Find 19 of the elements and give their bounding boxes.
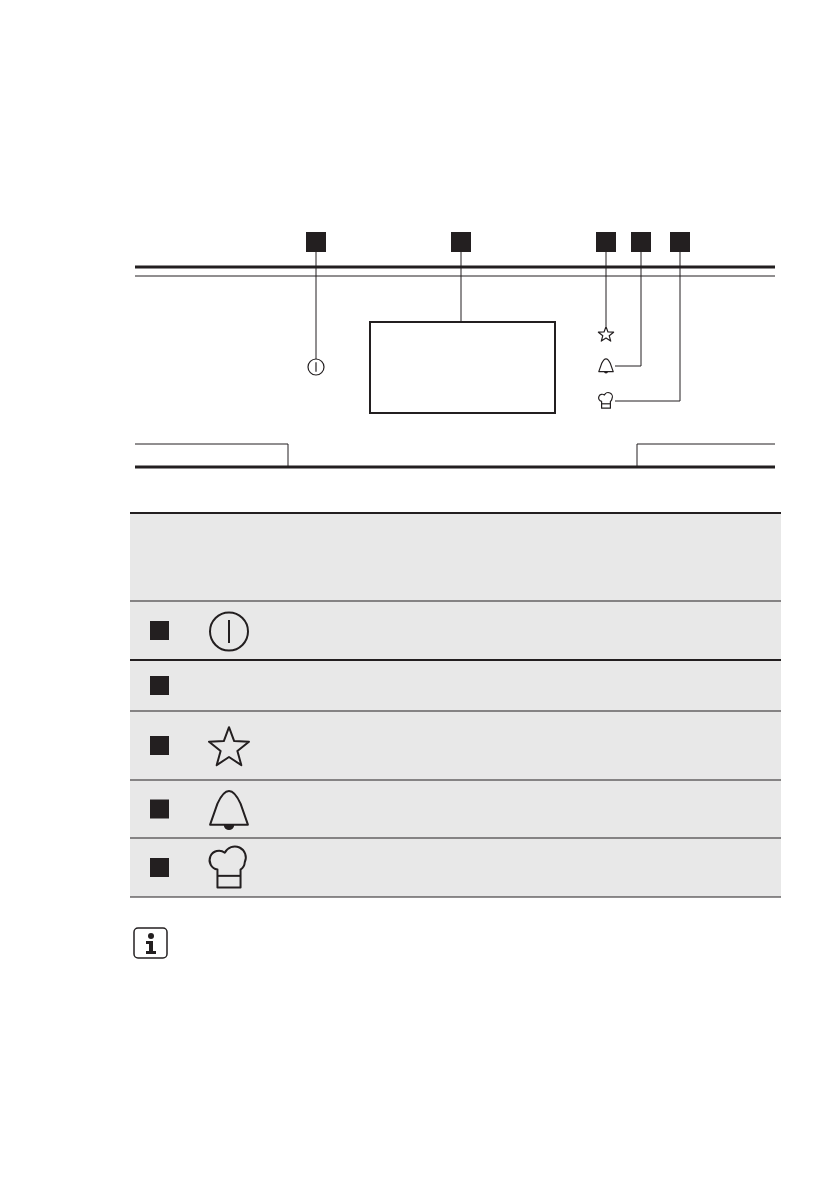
leader-line [315, 251, 317, 360]
callout-marker [150, 621, 169, 640]
leader-line [614, 251, 642, 367]
display-frame [369, 321, 556, 414]
callout-marker [306, 232, 326, 252]
callout-marker [596, 232, 616, 252]
bell-icon [598, 358, 614, 374]
chef-hat-icon [598, 392, 613, 409]
leader-line [605, 251, 607, 327]
callout-marker [150, 676, 169, 695]
callout-marker [670, 232, 690, 252]
leader-line [614, 251, 681, 402]
star-icon [597, 326, 615, 342]
callout-marker [631, 232, 651, 252]
callout-marker [150, 736, 169, 755]
callout-marker [451, 232, 471, 252]
power-icon [307, 358, 325, 376]
leader-line [460, 251, 462, 323]
callout-marker [150, 858, 169, 877]
